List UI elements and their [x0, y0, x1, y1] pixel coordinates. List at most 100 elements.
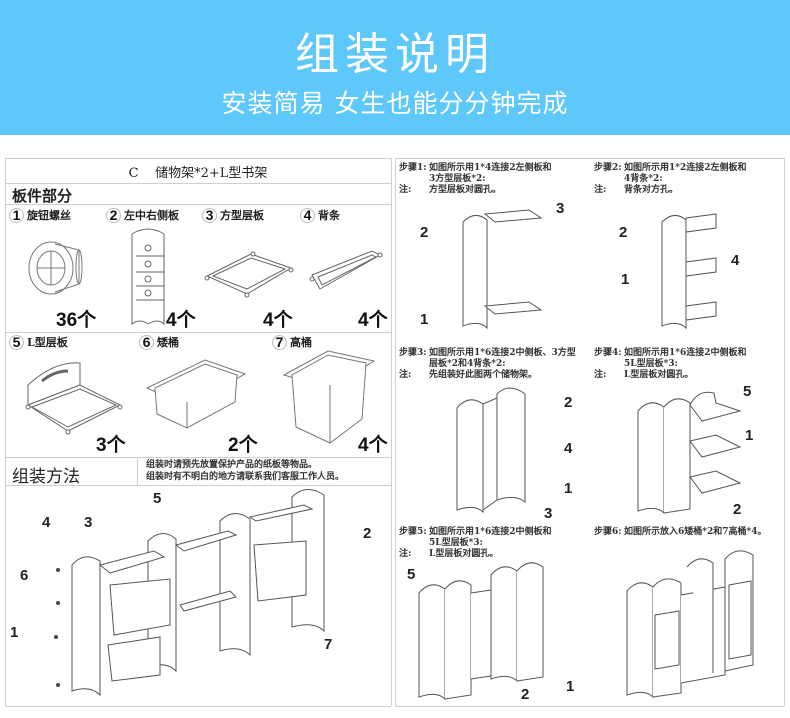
callout-7: 7	[324, 636, 333, 653]
step-2-callout-4: 4	[731, 252, 740, 269]
step-line: 如图所示用1*6连接2中侧板和	[429, 527, 552, 537]
step-note: 先组装好此图两个储物架。	[429, 370, 538, 380]
step-4-callout-1: 1	[745, 427, 754, 444]
step-5-callout-2: 2	[521, 686, 530, 703]
part-2-label: 2 左中右侧板	[106, 207, 179, 223]
part-3-label: 3 方型层板	[202, 207, 264, 223]
part-name: L型层板	[27, 336, 68, 349]
step-4-text: 步骤4:如图所示用1*6连接2中侧板和 5L型层板*3: 注: L型层板对圆孔。	[594, 348, 747, 381]
square-shelf-icon	[204, 251, 294, 298]
note-label: 注:	[594, 370, 607, 380]
note-label: 注:	[399, 185, 412, 195]
callout-5: 5	[153, 490, 162, 507]
step-note: L型层板对圆孔。	[624, 370, 694, 380]
step-3-callout-1: 1	[564, 480, 573, 497]
tall-bin-icon	[282, 350, 376, 444]
part-4-qty: 4个	[358, 310, 388, 331]
step-label: 步骤3:	[399, 348, 427, 358]
header-banner: 组装说明 安装简易 女生也能分分钟完成	[0, 0, 790, 135]
part-5-label: 5 L型层板	[9, 334, 68, 350]
part-7-label: 7 高桶	[272, 334, 312, 350]
note-label: 注:	[399, 549, 412, 559]
step-line: 如图所示用1*2连接2左侧板和	[624, 163, 747, 173]
step-4-callout-2: 2	[733, 501, 742, 518]
part-6-label: 6 矮桶	[139, 334, 179, 350]
note-label: 注:	[399, 370, 412, 380]
step-2-diagram	[661, 213, 717, 330]
step-line: 5L型层板*3:	[624, 359, 678, 369]
step-2-callout-2: 2	[619, 224, 628, 241]
step-label: 步骤2:	[594, 163, 622, 173]
part-5-qty: 3个	[96, 435, 126, 456]
parts-section-heading: 板件部分	[12, 187, 73, 205]
step-line: 3方型层板*2:	[429, 174, 486, 184]
part-6-qty: 2个	[228, 435, 258, 456]
step-label: 步骤1:	[399, 163, 427, 173]
part-number: 5	[9, 334, 24, 350]
part-7-qty: 4个	[358, 435, 388, 456]
callout-4: 4	[42, 514, 51, 531]
part-name: 高桶	[290, 336, 312, 349]
step-5-text: 步骤5:如图所示用1*6连接2中侧板和 5L型层板*3: 注:L型层板对圆孔。	[399, 527, 552, 560]
back-strip-icon	[309, 250, 383, 290]
callout-3: 3	[84, 514, 93, 531]
callout-6: 6	[20, 567, 29, 584]
step-1-diagram	[462, 209, 543, 330]
part-1-qty: 36个	[56, 310, 97, 331]
step-3-callout-3: 3	[544, 505, 553, 522]
step-6-diagram	[626, 550, 754, 699]
part-number: 6	[139, 334, 154, 350]
part-name: 旋钮螺丝	[27, 209, 71, 222]
page-subtitle: 安装简易 女生也能分分钟完成	[221, 89, 569, 118]
step-1-callout-3: 3	[556, 200, 565, 217]
part-2-qty: 4个	[166, 310, 196, 331]
part-number: 7	[272, 334, 287, 350]
part-name: 背条	[318, 209, 340, 222]
note-label: 注:	[594, 185, 607, 195]
step-4-callout-5: 5	[743, 383, 752, 400]
step-5-callout-5: 5	[407, 566, 416, 583]
step-1-callout-1: 1	[420, 311, 429, 328]
step-5-callout-1: 1	[566, 678, 575, 695]
l-shelf-icon	[25, 362, 123, 435]
short-bin-icon	[145, 359, 247, 429]
step-2-callout-1: 1	[621, 271, 630, 288]
callout-2: 2	[363, 525, 372, 542]
step-line: 如图所示用1*6连接2中侧板、3方型	[429, 348, 576, 358]
step-1-text: 步骤1:如图所示用1*4连接2左侧板和 3方型层板*2: 注: 方型层板对圆孔。	[399, 163, 552, 196]
part-1-label: 1 旋钮螺丝	[9, 207, 71, 223]
method-note-2: 组装时有不明白的地方请联系我们客服工作人员。	[146, 472, 345, 482]
step-note: L型层板对圆孔。	[429, 549, 499, 559]
part-4-label: 4 背条	[300, 207, 340, 223]
part-name: 左中右侧板	[124, 209, 179, 222]
step-6-text: 步骤6:如图所示放入6矮桶*2和7高桶*4。	[594, 527, 766, 538]
step-3-callout-2: 2	[564, 394, 573, 411]
part-number: 2	[106, 207, 121, 223]
callout-1: 1	[10, 624, 19, 641]
part-number: 3	[202, 207, 217, 223]
knob-screw-icon	[28, 241, 83, 295]
step-4-diagram	[637, 391, 742, 515]
table-title: C 储物架*2+L型书架	[128, 166, 268, 181]
step-line: 如图所示用1*4连接2左侧板和	[429, 163, 552, 173]
step-line: 如图所示用1*6连接2中侧板和	[624, 348, 747, 358]
method-note-1: 组装时请预先放置保护产品的纸板等物品。	[146, 460, 318, 470]
part-name: 矮桶	[157, 336, 179, 349]
step-label: 步骤4:	[594, 348, 622, 358]
part-number: 4	[300, 207, 315, 223]
step-3-text: 步骤3:如图所示用1*6连接2中侧板、3方型 层板*2和4背条*2: 注: 先组装…	[399, 348, 576, 381]
part-3-qty: 4个	[263, 310, 293, 331]
part-number: 1	[9, 207, 24, 223]
method-section-heading: 组装方法	[12, 467, 80, 487]
step-line: 如图所示放入6矮桶*2和7高桶*4。	[624, 527, 767, 537]
step-5-diagram	[418, 562, 544, 701]
page-title: 组装说明	[295, 29, 495, 80]
step-note: 背条对方孔。	[624, 185, 679, 195]
step-note: 方型层板对圆孔。	[429, 185, 502, 195]
step-2-text: 步骤2:如图所示用1*2连接2左侧板和 4背条*2: 注: 背条对方孔。	[594, 163, 747, 196]
step-1-callout-2: 2	[420, 224, 429, 241]
step-line: 层板*2和4背条*2:	[429, 359, 506, 369]
step-line: 4背条*2:	[624, 174, 663, 184]
step-3-diagram	[456, 387, 526, 514]
part-name: 方型层板	[220, 209, 264, 222]
